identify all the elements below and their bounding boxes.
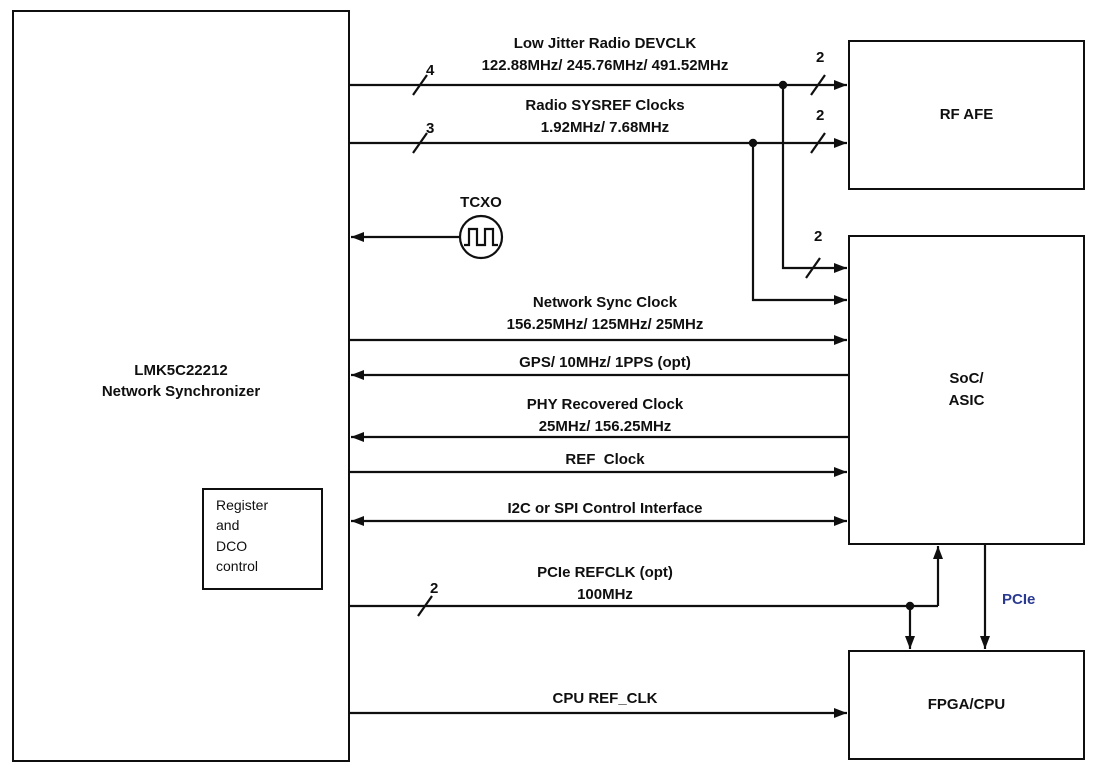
soc-asic-block: SoC/ ASIC — [848, 235, 1085, 545]
fpga-cpu-block: FPGA/CPU — [848, 650, 1085, 760]
phy-title: PHY Recovered Clock — [526, 396, 684, 413]
register-dco-box — [202, 488, 323, 590]
devclk-freqs: 122.88MHz/ 245.76MHz/ 491.52MHz — [481, 57, 729, 74]
network-sync-title: Network Sync Clock — [532, 294, 678, 311]
sysref-freqs: 1.92MHz/ 7.68MHz — [540, 119, 670, 136]
sysref-title: Radio SYSREF Clocks — [525, 97, 685, 114]
register-dco-label: Register and DCO control — [216, 497, 269, 574]
gps-title: GPS/ 10MHz/ 1PPS (opt) — [519, 354, 691, 371]
pcie-refclk-bus-width: 2 — [430, 580, 439, 597]
pcie-label: PCIe — [1002, 591, 1036, 608]
rf-afe-label: RF AFE — [939, 106, 994, 124]
pcie-refclk-freq: 100MHz — [577, 586, 633, 603]
fpga-cpu-label: FPGA/CPU — [927, 696, 1006, 714]
network-sync-freqs: 156.25MHz/ 125MHz/ 25MHz — [506, 316, 704, 333]
tcxo-circle-icon — [458, 214, 504, 260]
devclk-title: Low Jitter Radio DEVCLK — [513, 35, 697, 52]
sysref-wire — [350, 132, 847, 305]
tcxo-symbol — [351, 214, 504, 260]
i2c-spi-title: I2C or SPI Control Interface — [507, 500, 703, 517]
soc-asic-label: SoC/ ASIC — [948, 370, 985, 409]
devclk-afe-bus-width: 2 — [816, 49, 825, 66]
bus-slash-2-soc — [805, 257, 821, 279]
lmk-synchronizer-label: LMK5C22212 Network Synchronizer — [101, 362, 261, 400]
pcie-refclk-title: PCIe REFCLK (opt) — [537, 564, 673, 581]
rf-afe-block: RF AFE — [848, 40, 1085, 190]
devclk-soc-bus-width: 2 — [814, 228, 823, 245]
cpu-refclk-title: CPU REF_CLK — [552, 690, 658, 707]
clock-wave-icon — [464, 227, 498, 247]
devclk-bus-width: 4 — [426, 62, 435, 79]
phy-freqs: 25MHz/ 156.25MHz — [538, 418, 672, 435]
pcie-refclk-wire — [350, 546, 943, 649]
devclk-wire — [350, 74, 847, 279]
bus-slash-3 — [412, 132, 428, 154]
sysref-afe-bus-width: 2 — [816, 107, 825, 124]
tcxo-label: TCXO — [460, 194, 502, 211]
bus-slash-4 — [412, 74, 428, 96]
sysref-bus-width: 3 — [426, 120, 435, 137]
bus-slash-2-afe-devclk — [810, 74, 826, 96]
ref-clock-title: REF Clock — [565, 451, 645, 468]
bus-slash-2-pcie — [417, 595, 433, 617]
bus-slash-2-afe-sysref — [810, 132, 826, 154]
lmk-synchronizer-block — [12, 10, 350, 762]
